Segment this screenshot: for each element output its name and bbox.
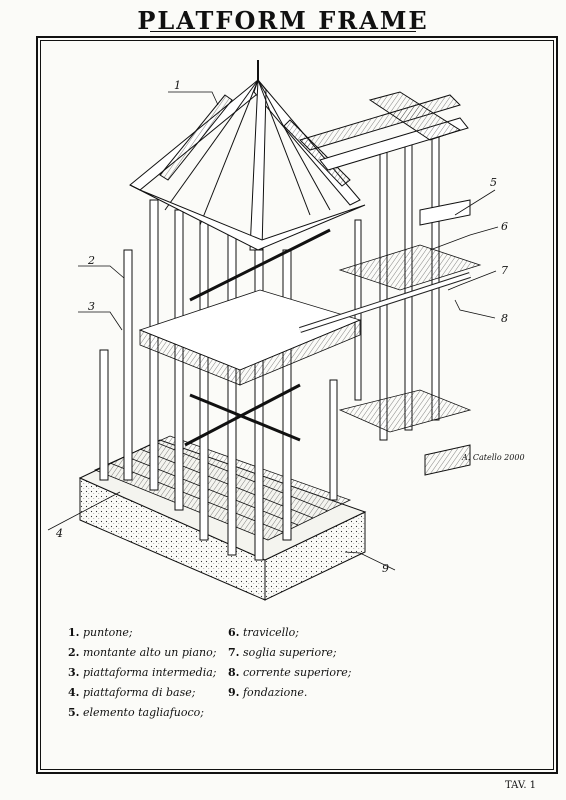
legend-item: 1. puntone; <box>68 626 133 639</box>
callout-8: 8 <box>501 312 508 325</box>
upper-joists <box>299 91 471 476</box>
legend-item: 7. soglia superiore; <box>228 646 337 659</box>
legend-item: 5. elemento tagliafuoco; <box>68 706 204 719</box>
legend-item: 8. corrente superiore; <box>228 666 352 679</box>
page-title: PLATFORM FRAME <box>137 6 429 35</box>
signature: A. Catello 2000 <box>462 453 525 462</box>
leader-lines <box>47 91 499 571</box>
legend-item: 4. piattaforma di base; <box>68 686 196 699</box>
inner-border <box>40 40 554 770</box>
callout-6: 6 <box>501 220 508 233</box>
legend-item: 2. montante alto un piano; <box>68 646 217 659</box>
legend-column-right: 6. travicello; 7. soglia superiore; 8. c… <box>228 623 351 703</box>
callout-9: 9 <box>382 562 389 575</box>
callout-1: 1 <box>174 79 181 92</box>
intermediate-platform <box>138 244 482 433</box>
legend-column-left: 1. puntone; 2. montante alto un piano; 3… <box>68 623 217 723</box>
legend-item: 6. travicello; <box>228 626 299 639</box>
legend-item: 9. fondazione. <box>228 686 308 699</box>
callout-4: 4 <box>56 527 63 540</box>
sheet-label: TAV. 1 <box>505 780 537 791</box>
outer-border <box>36 36 558 774</box>
callout-3: 3 <box>88 300 95 313</box>
title-underline <box>150 31 416 32</box>
legend-item: 3. piattaforma intermedia; <box>68 666 217 679</box>
callout-2: 2 <box>88 254 95 267</box>
callout-5: 5 <box>490 176 497 189</box>
callout-7: 7 <box>501 264 508 277</box>
